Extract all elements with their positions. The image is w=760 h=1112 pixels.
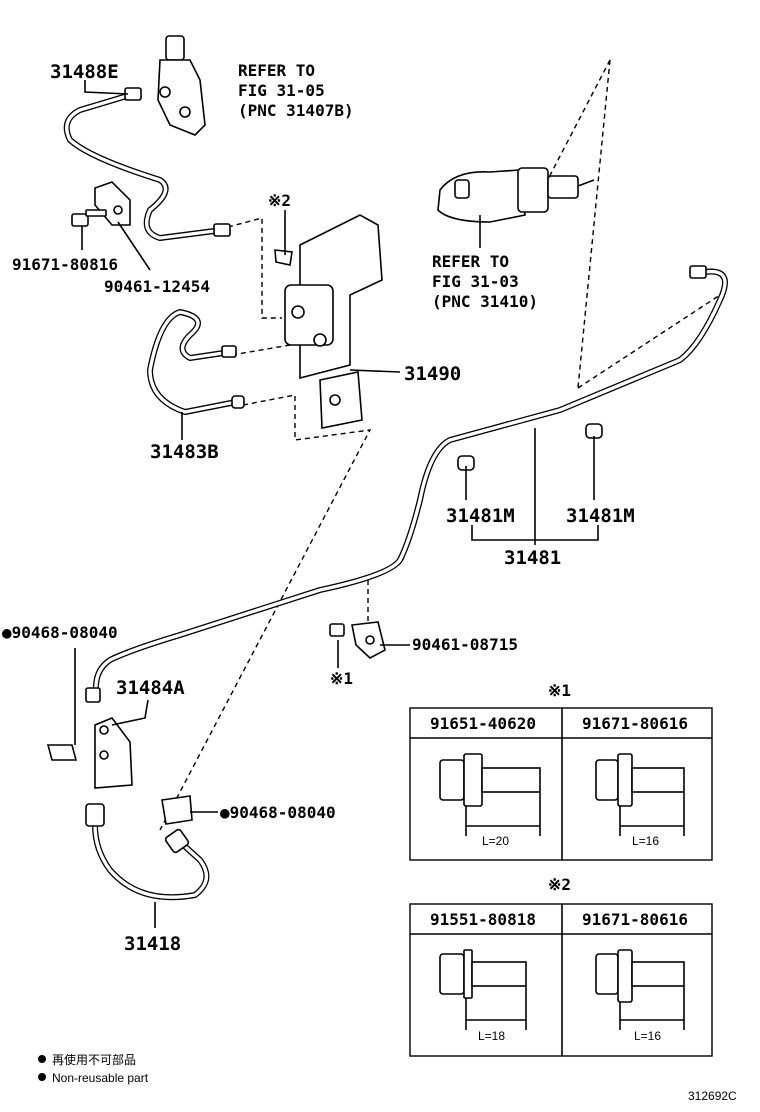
part-labels: 31488E REFER TO FIG 31-05 (PNC 31407B) ※… xyxy=(2,61,635,955)
bracket-31484A xyxy=(46,687,133,789)
label-refer-top-2: FIG 31-05 xyxy=(238,81,325,100)
pipe-31483B xyxy=(147,309,245,415)
label-31490: 31490 xyxy=(404,363,461,385)
leader-lines xyxy=(74,80,599,928)
label-90468-08040-top: ●90468-08040 xyxy=(2,623,118,642)
label-31488E: 31488E xyxy=(50,61,119,83)
label-mark2: ※2 xyxy=(268,191,291,210)
table2-col1-header: 91551-80818 xyxy=(430,910,536,929)
legend-en: Non-reusable part xyxy=(52,1071,149,1085)
table1-dim1: L=20 xyxy=(482,834,509,848)
bracket-31490 xyxy=(274,214,383,429)
label-90461-08715: 90461-08715 xyxy=(412,635,518,654)
label-31484A: 31484A xyxy=(116,677,185,699)
label-refer-right-3: (PNC 31410) xyxy=(432,292,538,311)
label-mark1: ※1 xyxy=(330,669,353,688)
hose-31418 xyxy=(85,803,210,901)
label-31418: 31418 xyxy=(124,933,181,955)
legend-jp: 再使用不可部品 xyxy=(52,1052,136,1067)
bolt-91671-80816 xyxy=(71,209,107,227)
master-cylinder-part xyxy=(157,35,206,136)
label-refer-top-3: (PNC 31407B) xyxy=(238,101,354,120)
table2-dim1: L=18 xyxy=(478,1029,505,1043)
pipe-31481 xyxy=(92,265,728,693)
table1-bolt-2-drawing xyxy=(595,753,685,836)
label-refer-right-1: REFER TO xyxy=(432,252,509,271)
table2-mark: ※2 xyxy=(548,875,571,894)
clamp-90461-08715 xyxy=(329,621,386,659)
table2-bolt-2-drawing xyxy=(595,949,685,1030)
non-reusable-dot-icon xyxy=(38,1073,46,1081)
pipe-31488E xyxy=(63,87,231,241)
table1-col2-header: 91671-80616 xyxy=(582,714,688,733)
table1-dim2: L=16 xyxy=(632,834,659,848)
table1-col1-header: 91651-40620 xyxy=(430,714,536,733)
label-90461-12454: 90461-12454 xyxy=(104,277,210,296)
label-refer-right-2: FIG 31-03 xyxy=(432,272,519,291)
figure-id: 312692C xyxy=(688,1089,737,1103)
label-31483B: 31483B xyxy=(150,441,219,463)
clip-90468-08040 xyxy=(161,795,193,825)
clamp-90461-12454 xyxy=(94,181,131,226)
table2-col2-header: 91671-80616 xyxy=(582,910,688,929)
table1-bolt-1-drawing xyxy=(439,753,541,836)
label-90468-08040-bottom: ●90468-08040 xyxy=(220,803,336,822)
bolt-table-2: ※2 91551-80818 91671-80616 L=18 L=16 xyxy=(409,875,713,1057)
legend: 再使用不可部品 Non-reusable part xyxy=(38,1052,149,1085)
label-91671-80816: 91671-80816 xyxy=(12,255,118,274)
label-refer-top-1: REFER TO xyxy=(238,61,315,80)
table2-dim2: L=16 xyxy=(634,1029,661,1043)
label-31481: 31481 xyxy=(504,547,561,569)
label-31481M-left: 31481M xyxy=(446,505,515,527)
bolt-table-1: ※1 91651-40620 91671-80616 L=20 L=16 xyxy=(409,681,713,861)
label-31481M-right: 31481M xyxy=(566,505,635,527)
dashed-guides xyxy=(159,59,721,831)
non-reusable-dot-icon xyxy=(38,1055,46,1063)
clip-31481M-right xyxy=(585,423,603,439)
table1-mark: ※1 xyxy=(548,681,571,700)
table2-bolt-1-drawing xyxy=(439,949,527,1030)
clutch-master-part xyxy=(437,167,595,223)
